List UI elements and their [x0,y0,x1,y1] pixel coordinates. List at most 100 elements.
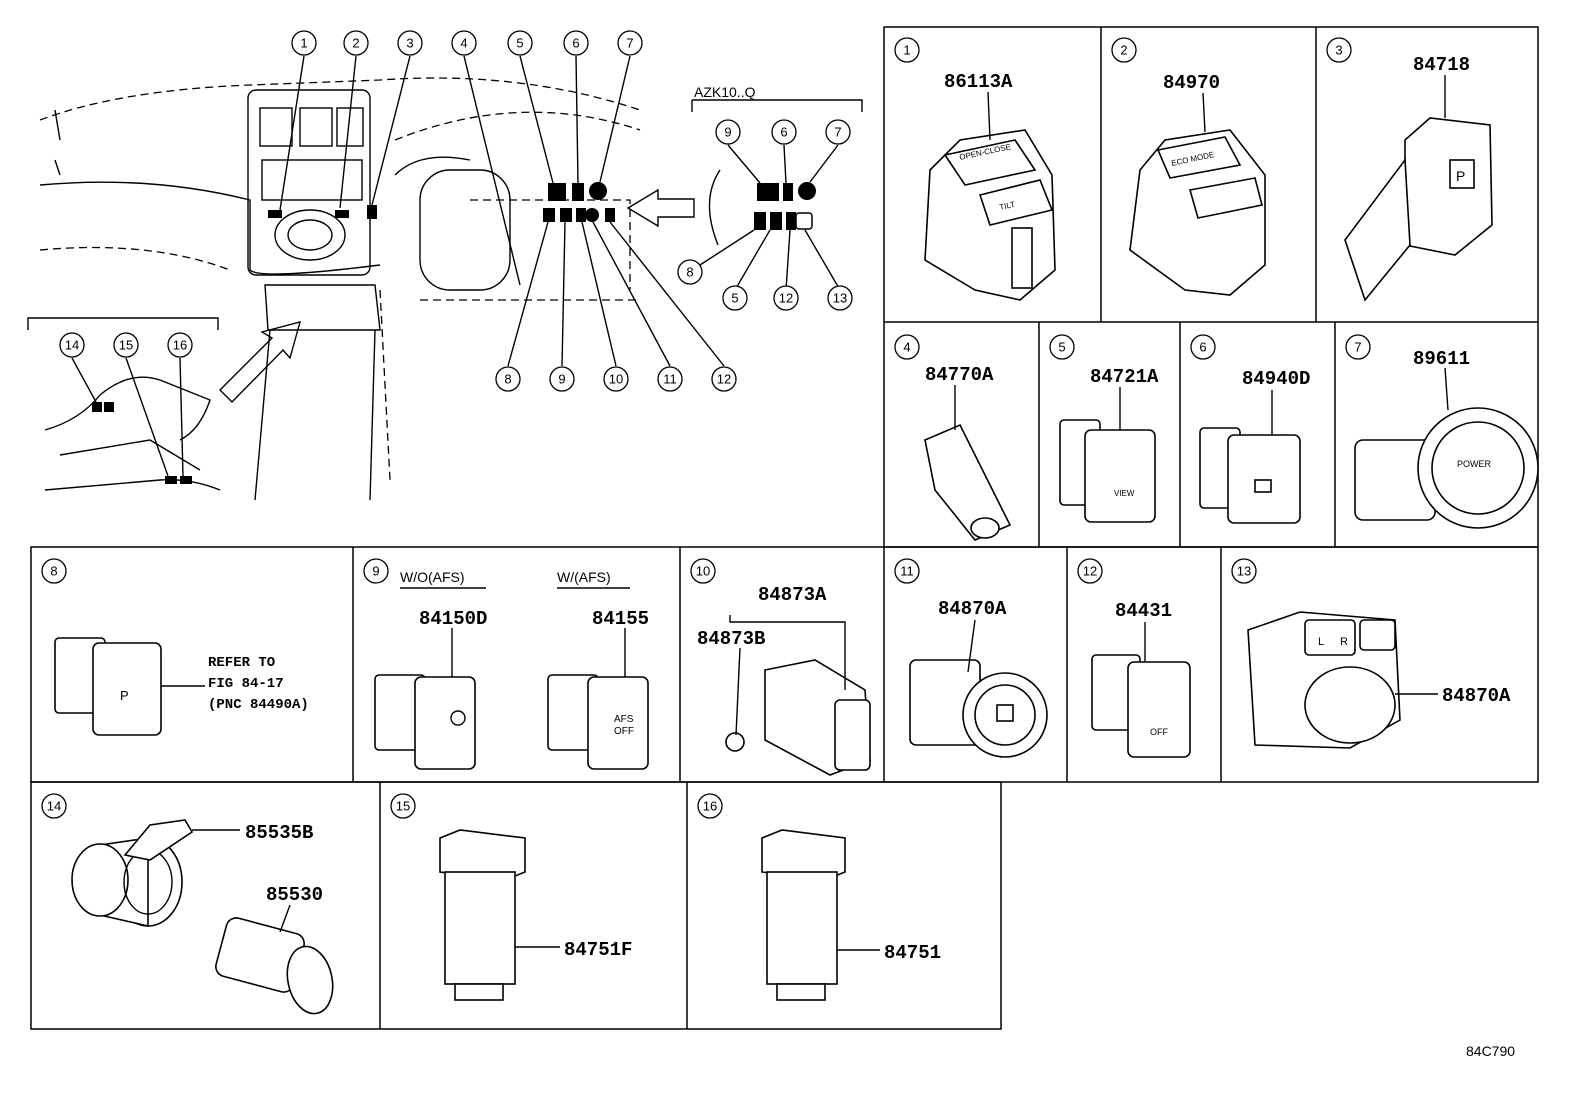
label-r: R [1340,636,1348,648]
part-number-14a: 85535B [245,822,313,844]
panel-number-4: 4 [894,334,920,360]
callout-console-16: 16 [167,332,193,358]
panel-number-15: 15 [390,793,416,819]
label-power: POWER [1457,459,1492,469]
panel-grid [30,26,1539,1030]
panel-number-6: 6 [1190,334,1216,360]
svg-text:5: 5 [731,291,738,306]
switch-headlamp-leveling [374,628,476,770]
part-number-15: 84751F [564,939,632,961]
svg-text:10: 10 [609,372,623,387]
callout-8: 8 [495,366,521,392]
note-line-3: (PNC 84490A) [208,697,309,713]
panel-number-12: 12 [1077,558,1103,584]
note-line-1: REFER TO [208,655,275,671]
label-l: L [1318,636,1324,648]
part-number-4: 84770A [925,364,994,386]
part-number-6: 84940D [1242,368,1310,390]
switch-seat-heater [1199,390,1301,524]
callout-10: 10 [603,366,629,392]
label-view: VIEW [1114,489,1135,498]
svg-text:5: 5 [1058,340,1065,355]
label-off: OFF [1150,727,1168,737]
callout-variant-12: 12 [773,285,799,311]
svg-text:2: 2 [352,36,359,51]
panel-number-9: 9 [363,558,389,584]
callout-variant-5: 5 [722,285,748,311]
part-number-7: 89611 [1413,348,1470,370]
svg-text:1: 1 [903,43,910,58]
switch-sonar-off: OFF [1091,622,1191,758]
label-afs: AFS [614,714,634,725]
power-outlet [71,819,334,1015]
diagram-id: 84C790 [1466,1043,1515,1059]
part-number-1: 86113A [944,71,1013,93]
svg-text:7: 7 [626,36,633,51]
panel-number-1: 1 [894,37,920,63]
part-number-11: 84870A [938,598,1007,620]
svg-text:6: 6 [572,36,579,51]
switch-open-close-tilt: OPEN-CLOSE TILT [924,91,1056,301]
switch-console-right [761,829,880,1001]
svg-text:9: 9 [724,125,731,140]
switch-console-left [439,829,560,1001]
svg-text:1: 1 [300,36,307,51]
variant-w-afs: W/(AFS) [557,569,611,585]
callout-9: 9 [549,366,575,392]
callout-console-15: 15 [113,332,139,358]
label-p: P [1456,168,1465,184]
part-number-3: 84718 [1413,54,1470,76]
switch-afs-off: AFS OFF [547,628,649,770]
svg-text:4: 4 [903,340,910,355]
callout-1: 1 [291,30,317,56]
panel-number-16: 16 [697,793,723,819]
svg-text:9: 9 [558,372,565,387]
svg-text:16: 16 [703,799,717,814]
svg-text:6: 6 [1199,340,1206,355]
callout-3: 3 [397,30,423,56]
svg-text:12: 12 [1083,564,1097,579]
callout-11: 11 [657,366,683,392]
panel-number-10: 10 [690,558,716,584]
variant-label: AZK10..Q [694,84,756,100]
svg-text:14: 14 [47,799,61,814]
panel-number-8: 8 [41,558,67,584]
svg-text:13: 13 [833,291,847,306]
panel-number-5: 5 [1049,334,1075,360]
panel-number-13: 13 [1231,558,1257,584]
svg-text:15: 15 [119,338,133,353]
svg-text:5: 5 [516,36,523,51]
part-number-2: 84970 [1163,72,1220,94]
part-number-12: 84431 [1115,600,1172,622]
svg-text:10: 10 [696,564,710,579]
svg-text:2: 2 [1120,43,1127,58]
callout-5: 5 [507,30,533,56]
callout-variant-6: 6 [771,119,797,145]
svg-text:7: 7 [834,125,841,140]
switch-small-connector [924,385,1012,541]
svg-text:3: 3 [1335,43,1342,58]
switch-mirror-fold [725,615,871,776]
panel-number-14: 14 [41,793,67,819]
svg-text:14: 14 [65,338,79,353]
switch-mirror-adjust [909,619,1048,758]
callout-12: 12 [711,366,737,392]
variant-wo-afs: W/O(AFS) [400,569,465,585]
switch-parking: P [1344,75,1493,302]
callout-variant-7: 7 [825,119,851,145]
panel-number-7: 7 [1345,334,1371,360]
callout-2: 2 [343,30,369,56]
panel-number-2: 2 [1111,37,1137,63]
switch-power: POWER [1354,367,1539,529]
label-afs-off: OFF [614,726,634,737]
switch-view: VIEW [1059,387,1156,523]
panel-number-3: 3 [1326,37,1352,63]
callout-console-14: 14 [59,332,85,358]
part-number-9a: 84150D [419,608,487,630]
panel-number-11: 11 [894,558,920,584]
svg-text:3: 3 [406,36,413,51]
svg-text:9: 9 [372,564,379,579]
svg-text:13: 13 [1237,564,1251,579]
